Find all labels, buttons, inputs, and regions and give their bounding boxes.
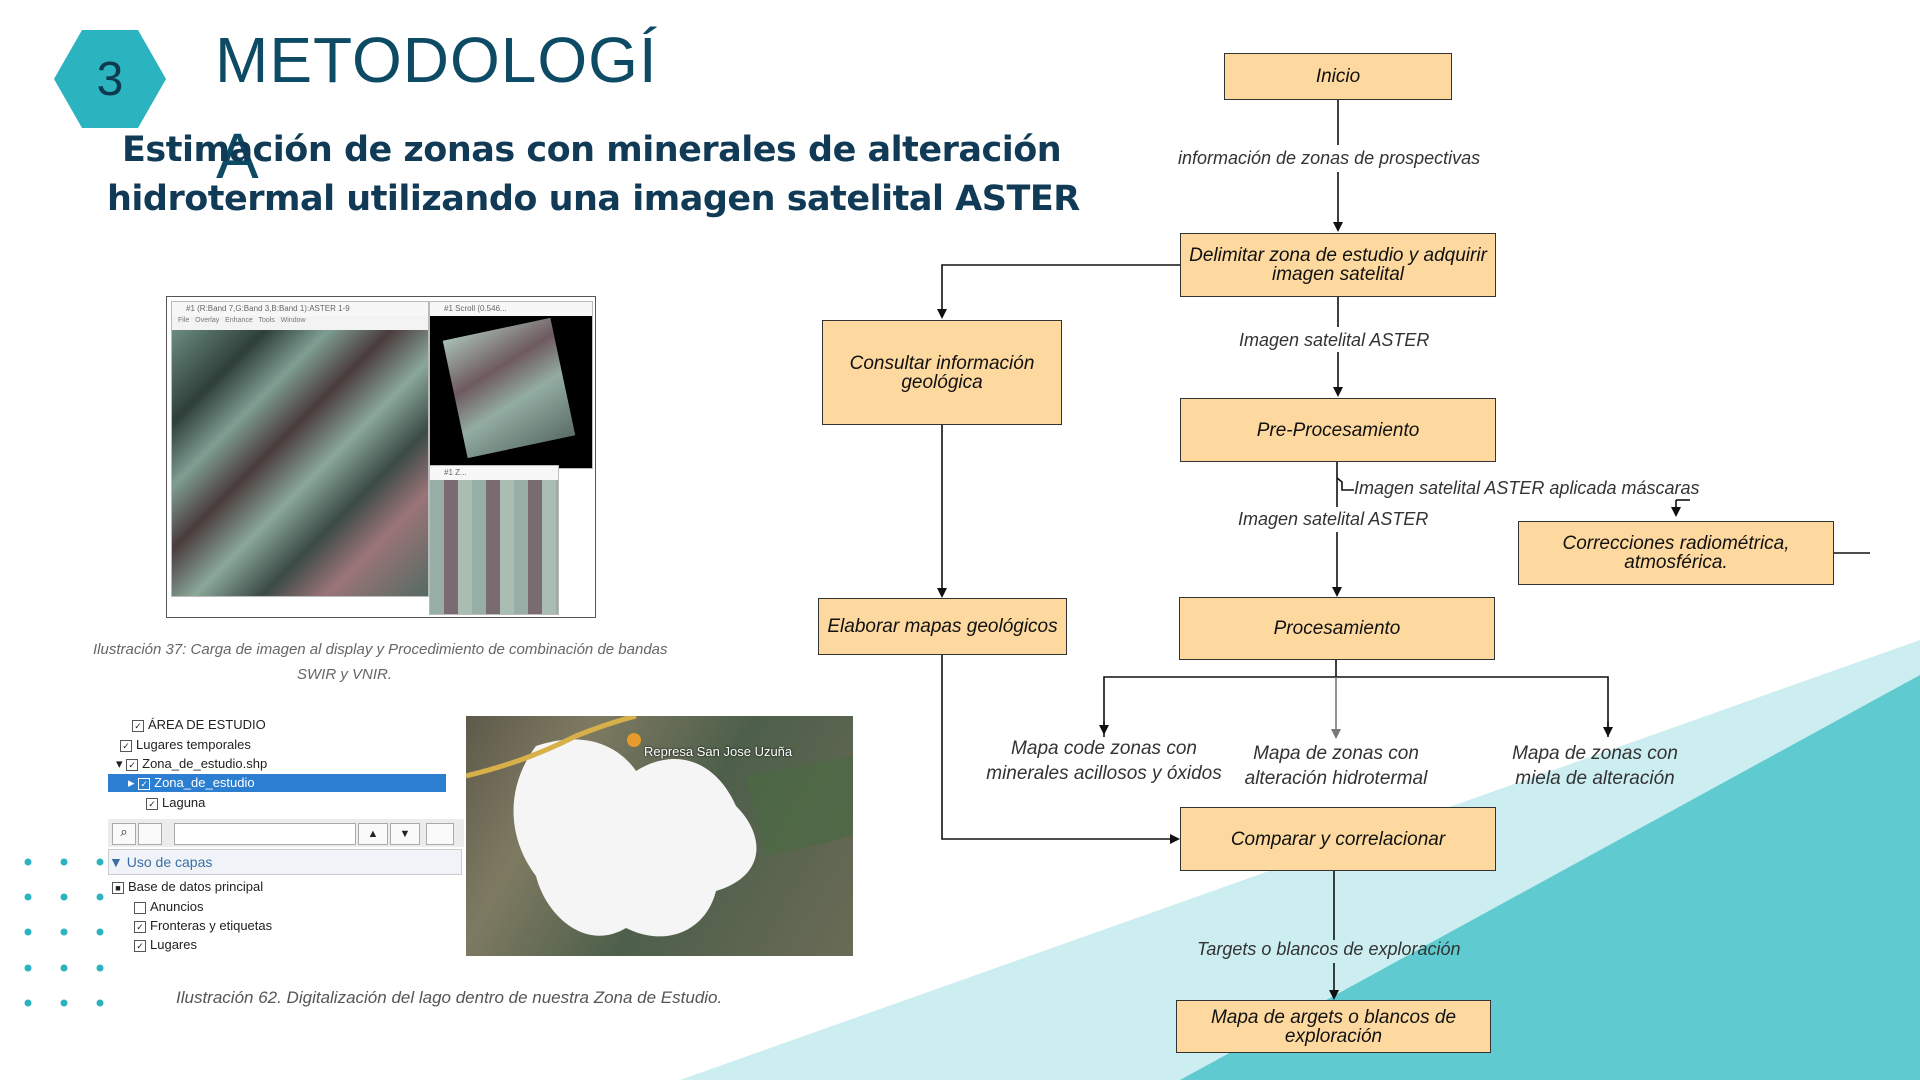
layer-label: Zona_de_estudio — [154, 775, 255, 790]
caption-figure-37-line1: Ilustración 37: Carga de imagen al displ… — [93, 641, 668, 658]
envi-image-window: #1 (R:Band 7,G:Band 3,B:Band 1):ASTER 1-… — [171, 301, 429, 597]
section-hexagon — [54, 30, 166, 128]
layers-toolbar: ⌕ ▲ ▼ — [108, 819, 464, 847]
envi-zoom-window: #1 Z... — [429, 465, 559, 615]
move-up-icon[interactable]: ▲ — [358, 823, 388, 845]
expand-arrow-icon[interactable]: ▸ — [128, 775, 139, 790]
layer-row[interactable]: ▾ ✓Zona_de_estudio.shp — [116, 755, 267, 773]
layer-label: ÁREA DE ESTUDIO — [148, 717, 266, 732]
envi-scroll-title: #1 Scroll (0.546... — [430, 302, 592, 316]
checkbox-icon[interactable]: ■ — [112, 881, 124, 894]
envi-window-menu: File Overlay Enhance Tools Window — [172, 316, 428, 326]
checkbox-icon[interactable]: ✓ — [134, 939, 146, 952]
base-layer-row[interactable]: Anuncios — [134, 898, 203, 916]
label-mapa-hidrotermal-text: Mapa de zonas con alteración hidrotermal — [1244, 743, 1428, 789]
layer-row-selected[interactable]: ▸ ✓Zona_de_estudio — [108, 774, 446, 792]
map-place-label: Represa San Jose Uzuña — [644, 744, 793, 759]
menu-window: Window — [280, 317, 306, 324]
label-imagen-aster-2: Imagen satelital ASTER — [1238, 508, 1429, 532]
caption-figure-37-line2: SWIR y VNIR. — [297, 666, 393, 683]
layers-section-header[interactable]: ▼ Uso de capas — [108, 849, 462, 875]
node-consultar-informacion: Consultar información geológica — [822, 320, 1062, 425]
node-comparar-correlacionar: Comparar y correlacionar — [1180, 807, 1496, 871]
envi-scroll-window: #1 Scroll (0.546... — [429, 301, 593, 469]
lake-shape — [513, 739, 757, 937]
label-mapa-arcillosos: Mapa code zonas con minerales acillosos … — [974, 737, 1234, 786]
node-procesamiento: Procesamiento — [1179, 597, 1495, 660]
label-mapa-arcillosos-text: Mapa code zonas con minerales acillosos … — [986, 738, 1222, 784]
node-elaborar-mapas: Elaborar mapas geológicos — [818, 598, 1067, 655]
envi-zoom-title: #1 Z... — [430, 466, 558, 480]
base-layer-row[interactable]: ✓ Lugares — [134, 936, 197, 954]
layer-label: Zona_de_estudio.shp — [142, 756, 268, 771]
satellite-image-scroll — [430, 316, 592, 468]
search-icon[interactable]: ⌕ — [112, 823, 136, 845]
label-mapa-miela: Mapa de zonas con miela de alteración — [1500, 742, 1690, 791]
page-title-wrap: A — [216, 120, 259, 192]
layer-label: Lugares temporales — [136, 737, 251, 752]
node-inicio: Inicio — [1224, 53, 1452, 100]
satellite-image-main — [172, 330, 428, 596]
label-mapa-hidrotermal: Mapa de zonas con alteración hidrotermal — [1236, 742, 1436, 791]
checkbox-icon[interactable]: ✓ — [146, 797, 158, 810]
label-mapa-miela-text: Mapa de zonas con miela de alteración — [1512, 743, 1678, 789]
layer-row[interactable]: ✓ Lugares temporales — [120, 736, 251, 754]
caption-figure-62: Ilustración 62. Digitalización del lago … — [176, 988, 723, 1007]
base-layer-row[interactable]: ■ Base de datos principal — [112, 878, 263, 896]
layer-row[interactable]: ✓ ÁREA DE ESTUDIO — [132, 716, 266, 734]
checkbox-icon[interactable]: ✓ — [134, 920, 146, 933]
map-view[interactable]: Represa San Jose Uzuña — [466, 716, 853, 956]
layer-label: Base de datos principal — [128, 879, 264, 894]
satellite-image-zoom — [430, 480, 558, 614]
road-line — [466, 716, 637, 779]
layer-label: Anuncios — [150, 899, 204, 914]
label-targets: Targets o blancos de exploración — [1197, 939, 1461, 959]
label-imagen-aster-1: Imagen satelital ASTER — [1239, 329, 1430, 353]
checkbox-icon[interactable] — [134, 901, 146, 914]
envi-screenshot: #1 (R:Band 7,G:Band 3,B:Band 1):ASTER 1-… — [166, 296, 596, 618]
collapse-arrow-icon[interactable]: ▼ — [109, 854, 127, 870]
layer-search-input[interactable] — [174, 823, 356, 845]
move-down-icon[interactable]: ▼ — [390, 823, 420, 845]
folder-icon[interactable] — [426, 823, 454, 845]
menu-file: File — [178, 317, 190, 324]
layers-panel: ✓ ÁREA DE ESTUDIO ✓ Lugares temporales ▾ ✓… — [108, 716, 464, 956]
label-imagen-mascaras: Imagen satelital ASTER aplicada máscaras — [1354, 478, 1700, 498]
node-correcciones: Correcciones radiométrica, atmosférica. — [1518, 521, 1834, 585]
subtitle-line-2: hidrotermal utilizando una imagen sateli… — [107, 179, 1080, 219]
layer-label: Lugares — [150, 937, 197, 952]
menu-enhance: Enhance — [225, 317, 253, 324]
map-pin-icon[interactable] — [627, 733, 641, 747]
dot-grid — [24, 858, 104, 1007]
checkbox-icon[interactable]: ✓ — [120, 739, 132, 752]
page-title: METODOLOGÍ — [215, 24, 658, 96]
section-label: Uso de capas — [126, 854, 213, 870]
envi-window-title: #1 (R:Band 7,G:Band 3,B:Band 1):ASTER 1-… — [172, 302, 428, 316]
field-patch — [746, 756, 853, 856]
layer-label: Fronteras y etiquetas — [150, 918, 273, 933]
teal-band — [1180, 675, 1920, 1080]
layer-row[interactable]: ✓ Laguna — [146, 794, 205, 812]
expand-arrow-icon[interactable]: ▾ — [116, 756, 127, 771]
section-number: 3 — [96, 52, 124, 106]
label-info-zonas: información de zonas de prospectivas — [1178, 147, 1481, 171]
menu-tools: Tools — [258, 317, 275, 324]
base-layer-row[interactable]: ✓ Fronteras y etiquetas — [134, 917, 272, 935]
node-pre-procesamiento: Pre-Procesamiento — [1180, 398, 1496, 462]
layer-label: Laguna — [162, 795, 206, 810]
subtitle-line-1: Estimación de zonas con minerales de alt… — [122, 130, 1062, 170]
checkbox-icon[interactable]: ✓ — [126, 758, 139, 771]
node-mapa-targets: Mapa de argets o blancos de exploración — [1176, 1000, 1491, 1053]
panel-icon[interactable] — [138, 823, 162, 845]
menu-overlay: Overlay — [195, 317, 220, 324]
google-earth-screenshot: ✓ ÁREA DE ESTUDIO ✓ Lugares temporales ▾ ✓… — [108, 716, 853, 956]
checkbox-icon[interactable]: ✓ — [138, 777, 151, 790]
checkbox-icon[interactable]: ✓ — [132, 719, 144, 732]
node-delimitar-zona: Delimitar zona de estudio y adquirir ima… — [1180, 233, 1496, 297]
map-drawing — [466, 716, 853, 937]
